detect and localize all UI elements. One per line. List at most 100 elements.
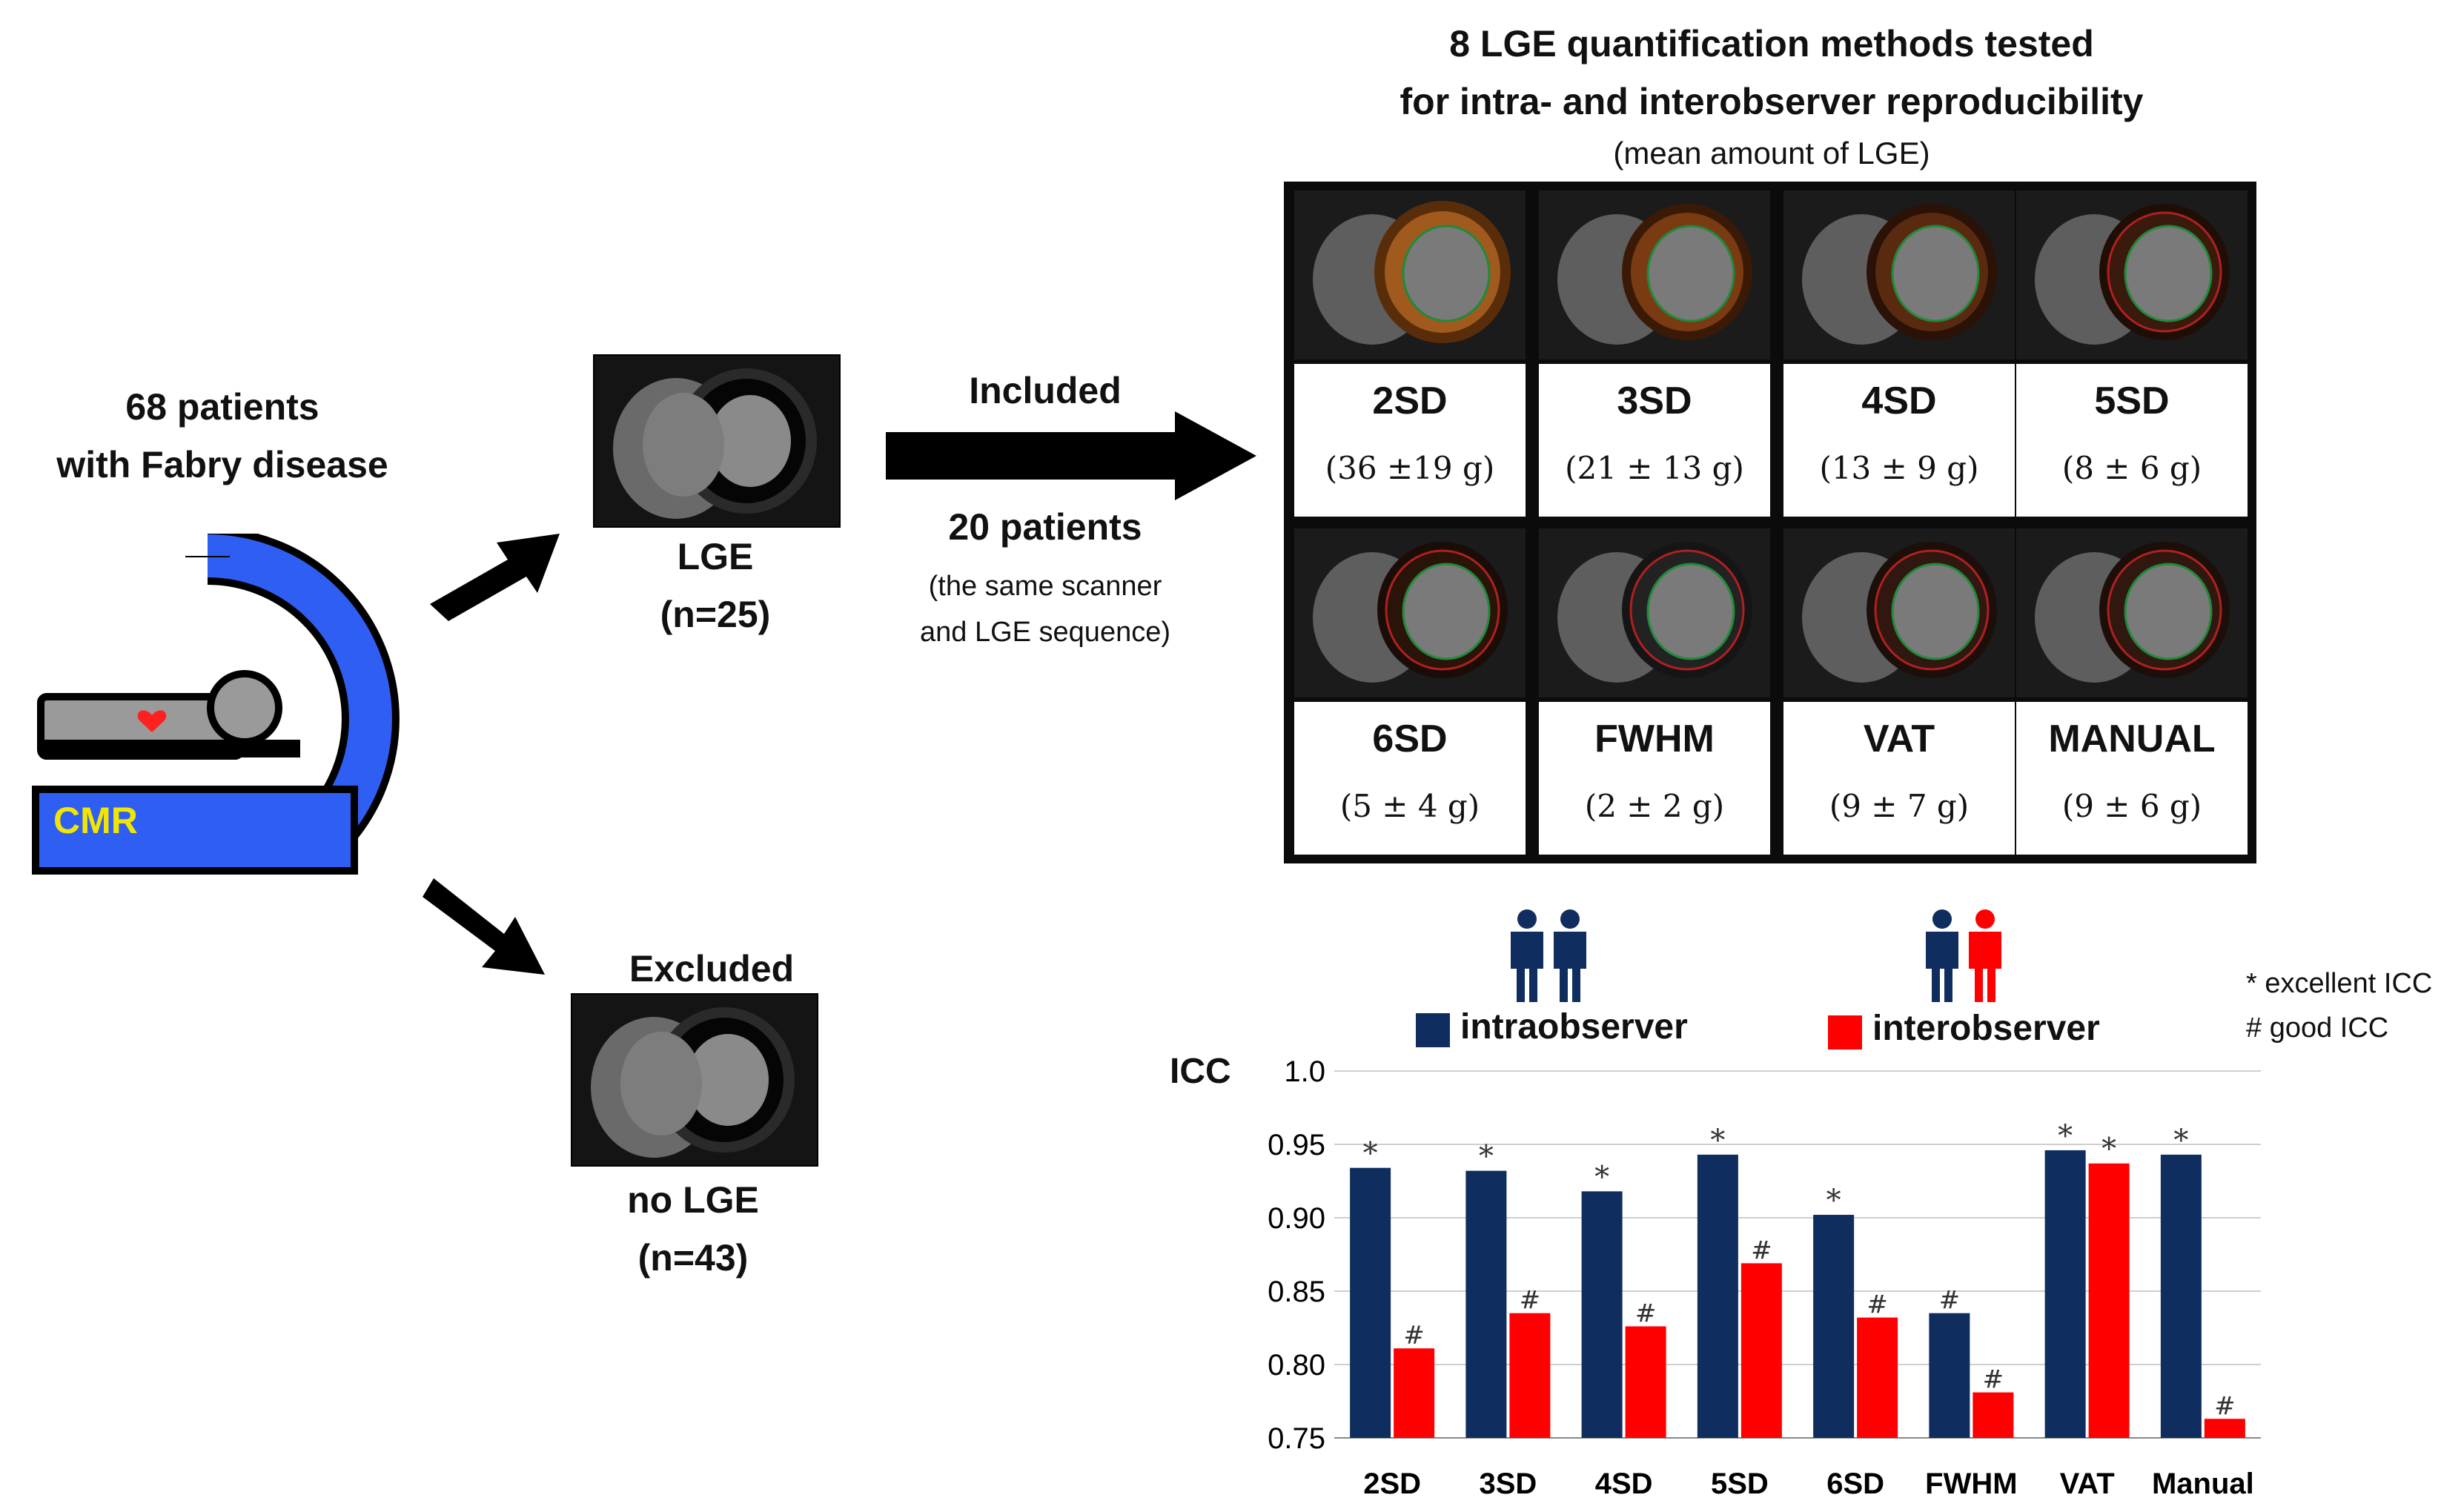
methods-title-line2: for intra- and interobserver reproducibi… [1400, 81, 2144, 122]
methods-subtitle: (mean amount of LGE) [1613, 136, 1930, 170]
method-name: 5SD [2094, 379, 2170, 422]
method-name: 3SD [1617, 379, 1692, 422]
method-name: VAT [1863, 717, 1935, 760]
method-mri-image [1539, 190, 1770, 359]
interobserver-bar [2204, 1419, 2245, 1438]
intraobserver-bar [1813, 1215, 1855, 1438]
y-tick-label: 0.80 [1268, 1349, 1325, 1382]
method-value: (5 ± 4 g) [1339, 788, 1480, 824]
methods-grid: 2SD(36 ±19 g) 3SD (21 ± 13 g) 4SD (13 ± 9 … [1284, 182, 2256, 863]
cmr-label: CMR [53, 800, 138, 841]
method-value: (9 ± 6 g) [2061, 788, 2202, 824]
method-cell: 4SD (13 ± 9 g) [1783, 190, 2015, 517]
x-category-label: Manual [2152, 1468, 2254, 1500]
patients-title-line2: with Fabry disease [56, 444, 388, 485]
excluded-group-label: no LGE (n=43) [571, 1171, 815, 1287]
significance-mark: * [1594, 1160, 1609, 1194]
lge-group-label: LGE (n=25) [600, 528, 830, 643]
methods-title-line1: 8 LGE quantification methods tested [1449, 23, 2094, 64]
y-tick-label: 0.75 [1268, 1422, 1325, 1455]
significance-mark: # [2214, 1391, 2236, 1421]
included-note-line2: and LGE sequence) [919, 617, 1170, 648]
significance-mark: * [1363, 1137, 1378, 1171]
method-mri-image [1783, 528, 2015, 697]
lge-mri-image [593, 354, 841, 528]
intraobserver-bar [1465, 1170, 1507, 1438]
method-cell: 3SD (21 ± 13 g) [1539, 190, 1770, 517]
x-category-label: 4SD [1595, 1468, 1653, 1500]
significance-mark: * [2101, 1133, 2116, 1167]
method-cell: MANUAL (9 ± 6 g) [2016, 528, 2248, 855]
interobserver-legend-label: interobserver [1872, 1009, 2100, 1048]
included-note-line1: (the same scanner [928, 571, 1162, 602]
significance-mark: # [1635, 1299, 1657, 1329]
method-value: (9 ± 7 g) [1829, 788, 1970, 824]
y-tick-label: 0.90 [1268, 1202, 1325, 1235]
lge-label: LGE [677, 536, 754, 577]
method-name: FWHM [1594, 717, 1715, 760]
intraobserver-bar [1581, 1191, 1623, 1438]
x-category-label: 5SD [1711, 1468, 1769, 1500]
interobserver-bar [2088, 1163, 2130, 1438]
intraobserver-legend-label: intraobserver [1460, 1007, 1688, 1047]
significance-mark: * [1826, 1184, 1841, 1218]
method-cell: 5SD (8 ± 6 g) [2016, 190, 2248, 517]
method-mri-image [1539, 528, 1770, 697]
interobserver-bar [1509, 1313, 1551, 1438]
arrow-to-excluded-icon [423, 878, 545, 975]
intraobserver-bar [1350, 1167, 1391, 1438]
method-name: MANUAL [2048, 717, 2216, 760]
significance-mark: * [2058, 1119, 2073, 1153]
included-arrow-icon [886, 411, 1256, 500]
significance-mark: * [2173, 1124, 2188, 1158]
y-tick-label: 0.85 [1268, 1276, 1325, 1308]
method-value: (36 ±19 g) [1325, 450, 1495, 486]
method-value: (13 ± 9 g) [1819, 450, 1979, 486]
no-lge-count: (n=43) [637, 1237, 749, 1279]
patients-title-line1: 68 patients [125, 386, 319, 428]
method-value: (21 ± 13 g) [1565, 450, 1744, 486]
x-category-label: 3SD [1479, 1468, 1537, 1500]
significance-mark: # [1403, 1321, 1425, 1350]
intraobserver-bar [2160, 1154, 2202, 1438]
x-category-label: 6SD [1826, 1468, 1884, 1500]
included-note: (the same scanner and LGE sequence) [875, 563, 1216, 655]
y-tick-label: 0.95 [1268, 1129, 1325, 1161]
interobserver-bar [1625, 1326, 1666, 1438]
icc-bar-chart: 0.75 0.80 0.85 0.90 0.95 1.0 * #2SD * #3SD * #4SD * #… [1268, 1055, 2261, 1500]
intraobserver-swatch [1416, 1013, 1450, 1047]
excluded-heading: Excluded [629, 948, 795, 989]
significance-mark: # [1939, 1286, 1961, 1316]
interobserver-bar [1394, 1348, 1435, 1438]
interobserver-bar [1740, 1263, 1782, 1438]
method-name: 4SD [1861, 379, 1937, 422]
intraobserver-people-icon [1511, 909, 1586, 1002]
interobserver-bar [1973, 1392, 2014, 1438]
method-mri-image [2016, 528, 2248, 697]
x-category-label: 2SD [1363, 1468, 1421, 1500]
excellent-icc-note: * excellent ICC [2246, 968, 2433, 999]
method-mri-image [1294, 190, 1526, 359]
method-value: (2 ± 2 g) [1584, 788, 1725, 824]
significance-mark: * [1479, 1140, 1494, 1174]
y-tick-label: 1.0 [1284, 1055, 1325, 1088]
chart-ylabel: ICC [1170, 1052, 1231, 1091]
interobserver-people-icon [1926, 909, 2001, 1002]
method-mri-image [1294, 528, 1526, 697]
method-cell: 2SD(36 ±19 g) [1294, 190, 1526, 517]
methods-title: 8 LGE quantification methods tested for … [1260, 15, 2283, 176]
method-cell: 6SD(5 ± 4 g) [1294, 528, 1526, 855]
significance-mark: # [1751, 1236, 1772, 1265]
significance-mark: # [1520, 1286, 1541, 1316]
method-cell: VAT (9 ± 7 g) [1783, 528, 2015, 855]
no-lge-mri-image [571, 993, 818, 1167]
method-mri-image [1783, 190, 2015, 359]
method-mri-image [2016, 190, 2248, 359]
intraobserver-bar [1929, 1313, 1970, 1438]
patients-title: 68 patients with Fabry disease [30, 378, 415, 494]
method-value: (8 ± 6 g) [2061, 450, 2202, 486]
significance-mark: # [1983, 1365, 2004, 1395]
included-label: Included [969, 370, 1122, 411]
method-cell: FWHM (2 ± 2 g) [1539, 528, 1770, 855]
lge-count: (n=25) [660, 594, 771, 635]
